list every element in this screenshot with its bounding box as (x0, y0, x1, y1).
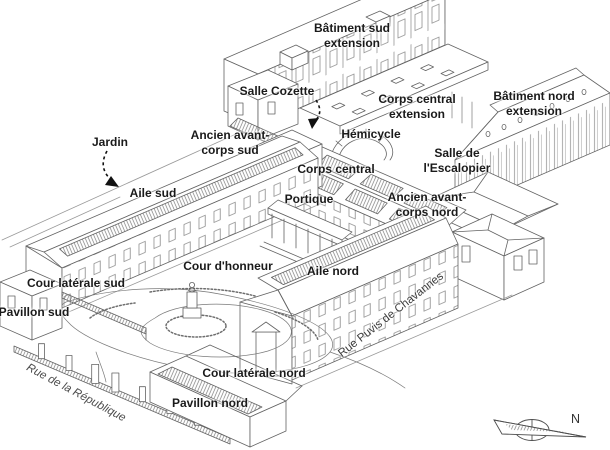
building-aile-nord (239, 205, 513, 389)
label-cour-honneur: Cour d'honneur (183, 259, 273, 273)
label-line: Salle de (434, 146, 480, 160)
label-salle-cozette: Salle Cozette (239, 84, 315, 98)
label-line: Ancien avant- (190, 128, 270, 142)
annotation-arrows (102, 99, 321, 187)
building-corps-central-extension (299, 43, 489, 135)
label-line: corps sud (201, 142, 259, 157)
label-line: extension (505, 103, 562, 118)
jardin-arrow (102, 150, 119, 187)
building-pavillon-nord (149, 344, 303, 448)
label-corps-central-extension: Corps central extension (378, 92, 455, 121)
statue (182, 281, 202, 319)
label-line: Ancien avant- (387, 190, 467, 204)
label-portique: Portique (284, 192, 334, 206)
building-hemicycle (329, 128, 394, 161)
label-line: Bâtiment sud (313, 21, 391, 35)
label-batiment-sud-extension: Bâtiment sud extension (314, 21, 390, 50)
label-pavillon-nord: Pavillon nord (171, 396, 249, 410)
building-pavillon-sud (0, 269, 147, 341)
label-cour-laterale-sud: Cour latérale sud (26, 276, 126, 290)
label-jardin: Jardin (91, 135, 129, 149)
label-pavillon-sud: Pavillon sud (0, 305, 70, 319)
building-aile-sud (25, 135, 321, 315)
building-salle-cozette (227, 69, 301, 155)
cour-honneur-garden (59, 281, 406, 389)
label-ancien-avant-corps-sud: Ancien avant- corps sud (191, 128, 270, 157)
cour-laterale-nord-wall (185, 344, 211, 357)
label-batiment-nord-extension: Bâtiment nord extension (493, 89, 574, 118)
compass-rose (493, 419, 587, 441)
label-aile-sud: Aile sud (129, 186, 177, 200)
label-salle-escalopier: Salle de l'Escalopier (424, 146, 491, 175)
north-label: N (571, 412, 581, 426)
label-line: extension (388, 106, 446, 121)
label-cour-laterale-nord: Cour latérale nord (202, 366, 306, 380)
label-corps-central: Corps central (297, 162, 375, 176)
label-line: Bâtiment nord (493, 89, 575, 103)
label-ancien-avant-corps-nord: Ancien avant- corps nord (388, 190, 467, 219)
building-avant-corps-nord (451, 213, 545, 301)
salle-cozette-arrow (308, 99, 321, 129)
label-hemicycle: Hémicycle (341, 127, 401, 141)
label-line: corps nord (395, 204, 459, 219)
label-line: Corps central (378, 92, 456, 106)
label-line: l'Escalopier (423, 160, 491, 175)
label-aile-nord: Aile nord (306, 264, 360, 278)
label-line: extension (323, 35, 381, 50)
